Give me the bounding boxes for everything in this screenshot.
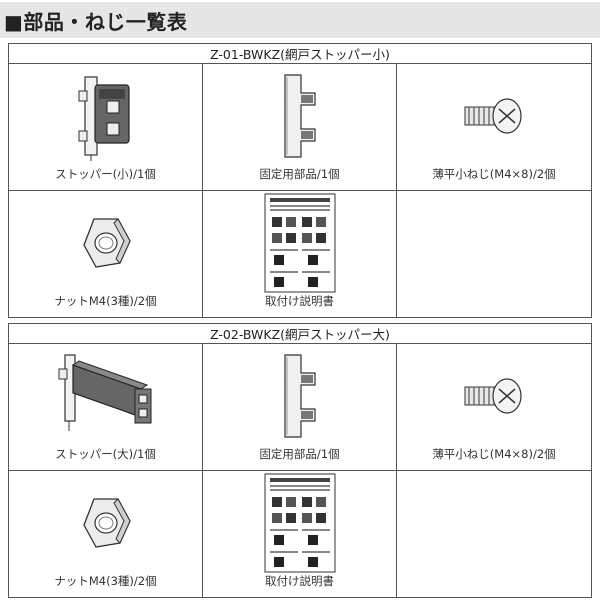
set-header: Z-02-BWKZ(網戸ストッパー大): [8, 323, 592, 344]
part-label: ナットM4(3種)/2個: [54, 574, 157, 588]
part-cell: ナットM4(3種)/2個: [8, 190, 203, 318]
part-label: ストッパー(大)/1個: [55, 447, 156, 461]
part-cell: ストッパー(小)/1個: [8, 63, 203, 191]
instruction-sheet-icon: [264, 193, 335, 293]
part-cell: 取付け説明書: [202, 470, 397, 598]
fixing-part-icon: [283, 354, 316, 438]
instruction-sheet-icon: [264, 473, 335, 573]
title-bar: ■部品・ねじ一覧表: [0, 2, 600, 38]
part-label: 薄平小ねじ(M4×8)/2個: [432, 447, 556, 461]
page-title: ■部品・ねじ一覧表: [4, 10, 188, 34]
part-cell: ストッパー(大)/1個: [8, 343, 203, 471]
large-stopper-icon: [58, 354, 151, 431]
part-label: 固定用部品/1個: [259, 167, 340, 181]
part-label: 固定用部品/1個: [259, 447, 340, 461]
part-cell: 固定用部品/1個: [202, 63, 397, 191]
hex-nut-icon: [82, 498, 131, 548]
part-cell: 薄平小ねじ(M4×8)/2個: [396, 63, 592, 191]
small-stopper-icon: [78, 76, 130, 161]
fixing-part-icon: [283, 74, 316, 158]
empty-cell: [396, 190, 592, 318]
part-cell: 取付け説明書: [202, 190, 397, 318]
hex-nut-icon: [82, 218, 131, 268]
parts-table-set-1: Z-01-BWKZ(網戸ストッパー小) ストッパー(小)/1個: [8, 43, 592, 318]
part-label: 取付け説明書: [265, 294, 334, 308]
part-label: ナットM4(3種)/2個: [54, 294, 157, 308]
pan-head-screw-icon: [464, 98, 522, 134]
set-header: Z-01-BWKZ(網戸ストッパー小): [8, 43, 592, 64]
part-cell: 固定用部品/1個: [202, 343, 397, 471]
pan-head-screw-icon: [464, 378, 522, 414]
part-cell: 薄平小ねじ(M4×8)/2個: [396, 343, 592, 471]
parts-table-set-2: Z-02-BWKZ(網戸ストッパー大) ストッパー(大)/1個: [8, 323, 592, 598]
part-label: 取付け説明書: [265, 574, 334, 588]
part-label: 薄平小ねじ(M4×8)/2個: [432, 167, 556, 181]
empty-cell: [396, 470, 592, 598]
part-cell: ナットM4(3種)/2個: [8, 470, 203, 598]
part-label: ストッパー(小)/1個: [55, 167, 156, 181]
